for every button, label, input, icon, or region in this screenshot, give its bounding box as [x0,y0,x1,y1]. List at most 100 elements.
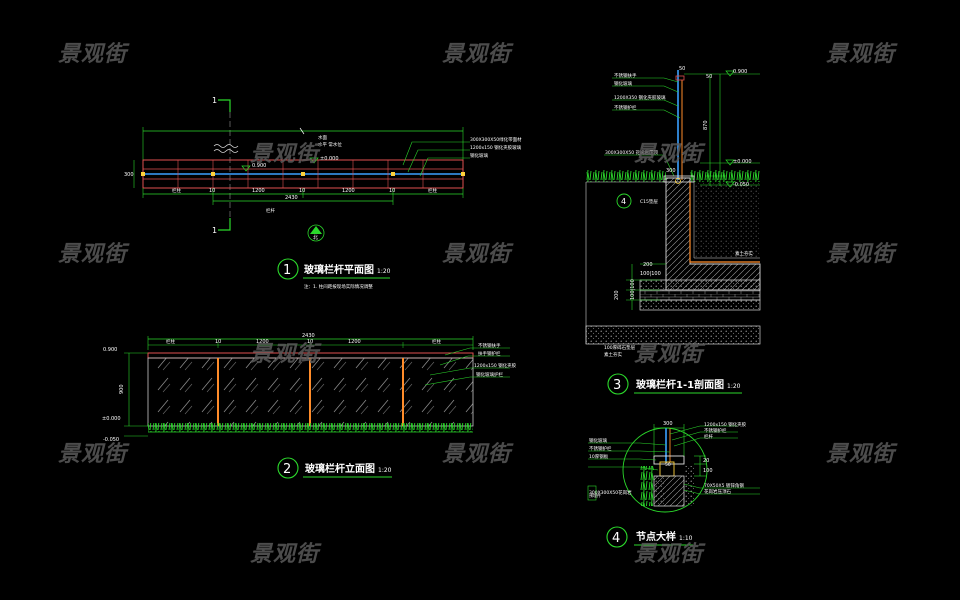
sec-dim-5: 200 [614,290,620,300]
detail-view: 300 50 20 100 钢化玻璃 不锈钢护栏 10厚钢板 300X300X5… [587,421,760,548]
plan-dim-4: 10 [389,188,395,194]
plan-dim-3: 1200 [342,188,355,194]
drawing-3-marker: 3 [613,378,621,393]
elev-level-2: -0.050 [103,437,119,443]
det-dim-0: 300 [663,421,673,427]
svg-text:300: 300 [124,172,134,178]
det-dim-2: 20 [703,458,709,464]
watermark: 景观街 [442,442,512,467]
plan-edge-left: 栏柱 [172,187,181,194]
elev-callout-0: 不锈钢扶手 [478,342,501,349]
watermark: 景观街 [634,342,704,367]
watermark: 景观街 [58,442,128,467]
det-callout-3: 300X300X50花岗岩 [589,489,632,496]
sec-callout-4: 300X300X50 花岗岩压顶 [605,149,658,156]
drawing-1-marker: 1 [283,263,291,278]
section-cut-bottom: 1 [212,218,231,235]
drawing-3-title: 3 玻璃栏杆1-1剖面图 1:20 [607,373,742,395]
water-symbol [213,144,239,153]
det-callout-5: 不锈钢护栏 [704,427,727,434]
elev-edge-right: 栏柱 [432,338,441,345]
sec-level-0: 0.900 [733,69,747,75]
elev-dim-1: 1200 [256,339,269,345]
section-cut-top: 1 [212,96,231,112]
plan-dim-1: 1200 [252,188,265,194]
drawing-2-marker: 2 [283,462,291,477]
north-mark: 北 [313,234,318,241]
elev-dim-3: 1200 [348,339,361,345]
drawing-3-scale: 1:20 [727,383,741,390]
watermark: 景观街 [250,542,320,567]
sec-callout-0: 不锈钢扶手 [614,72,637,79]
sec-callout-7: 100厚碎石垫层 [604,344,636,351]
elevation-view: 2430 栏柱 10 1200 10 1200 栏柱 [102,333,517,479]
plan-dim-total: 2430 [285,195,298,201]
det-callout-6: 栏杆 [704,433,713,440]
detail-ref-icon: 4 [616,193,632,209]
sec-level-1: ±0.000 [733,159,752,165]
drawing-1-scale: 1:20 [377,268,391,275]
watermark: 景观街 [826,242,896,267]
plan-edge-right: 栏柱 [428,187,437,194]
drawing-2-title-text: 玻璃栏杆立面图 [305,462,375,475]
watermark: 景观街 [634,542,704,567]
watermark: 景观街 [250,342,320,367]
elev-level-0: 0.900 [103,347,117,353]
section-mark-top: 1 [212,96,217,105]
watermark: 景观街 [250,142,320,167]
plan-dim-0: 10 [209,188,215,194]
elev-callout-1: 扶手钢护栏 [478,350,501,357]
plan-center-label: 栏杆 [266,207,275,214]
watermark: 景观街 [442,42,512,67]
plan-callout-1: 1200x150 钢化夹胶玻璃 [470,144,522,151]
sec-callout-5: C15垫层 [640,198,658,205]
water-note: 水平 常水位 [318,141,342,148]
sec-callout-2: 1200X350 钢化夹胶玻璃 [614,94,666,101]
watermark: 景观街 [442,242,512,267]
det-side-label: 预埋件 [589,492,601,498]
det-callout-8: 花岗岩压顶石 [704,488,731,495]
det-dim-1: 50 [665,462,671,468]
drawing-4-title-text: 节点大样 [636,530,676,543]
det-dim-3: 100 [703,468,713,474]
plan-view: 1 1 水面 水平 常水位 [124,96,522,290]
drawing-1-note: 注：1. 柱间距按现场实际情况调整 [304,283,373,290]
det-callout-1: 不锈钢护栏 [589,445,612,452]
det-callout-4: 1200x150 钢化夹胶 [704,421,747,428]
section-view: 50 不锈钢扶手 钢化玻璃 1200X350 钢化夹胶玻璃 不锈钢护栏 300X… [585,66,761,395]
plan-callout-2: 钢化玻璃 [470,152,488,159]
watermark: 景观街 [634,142,704,167]
det-callout-2: 10厚钢板 [589,453,609,460]
sec-callout-3: 不锈钢护栏 [614,104,637,111]
elev-edge-left: 栏柱 [166,338,175,345]
plan-level-b: ±0.000 [320,156,339,162]
water-label: 水面 [318,134,327,141]
plan-level-a: 0.900 [252,163,266,169]
sec-dim-3: 200 [643,262,653,268]
watermark: 景观街 [826,42,896,67]
drawing-1-title: 1 玻璃栏杆平面图 1:20 注：1. 柱间距按现场实际情况调整 [277,258,391,290]
elev-dim-0: 10 [215,339,221,345]
det-callout-0: 钢化玻璃 [589,437,607,444]
sec-dim-6: 100|100 [630,279,636,300]
elev-level-1: ±0.000 [102,416,121,422]
sec-dim-0: 50 [706,74,712,80]
drawing-2-scale: 1:20 [378,467,392,474]
elev-dim-total: 2430 [302,333,315,339]
sec-dim-2: 300 [666,168,676,174]
watermark: 景观街 [58,242,128,267]
svg-text:50: 50 [679,66,685,72]
section-mark-bottom: 1 [212,226,217,235]
north-arrow-icon: 北 [307,224,325,242]
watermark: 景观街 [58,42,128,67]
elev-height: 900 [119,384,125,394]
elev-callout-2: 1200x150 钢化夹胶 [474,362,517,369]
drawing-1-title-text: 玻璃栏杆平面图 [304,263,374,276]
sec-dim-4: 100|100 [640,271,661,277]
drawing-2-title: 2 玻璃栏杆立面图 1:20 [277,457,392,479]
elev-callout-3: 钢化玻璃护栏 [476,371,503,378]
det-callout-7: 70X50X5 镀锌角钢 [704,482,744,489]
sec-callout-6: 素土夯实 [735,250,753,257]
drawing-4-scale: 1:10 [679,535,693,542]
